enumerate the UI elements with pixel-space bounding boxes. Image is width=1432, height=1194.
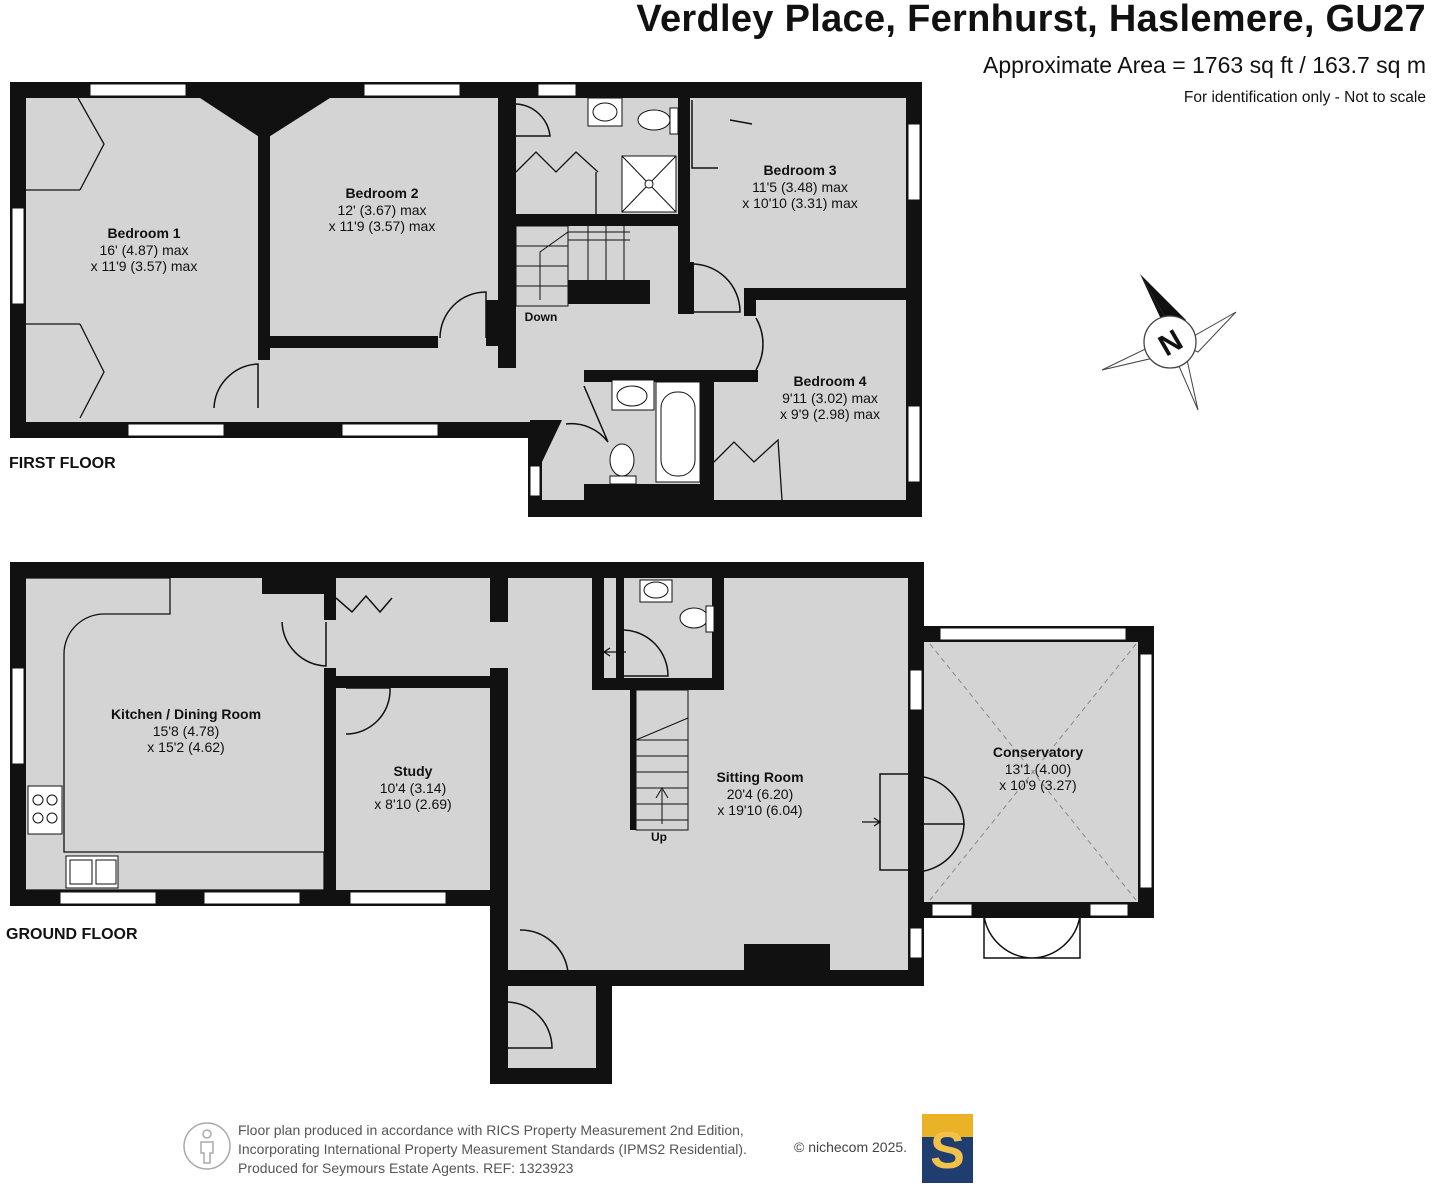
room-dim-bedroom-3: x 10'10 (3.31) max [742, 195, 858, 211]
room-name-bedroom-1: Bedroom 1 [107, 225, 180, 241]
room-dim-study: 10'4 (3.14) [380, 780, 447, 796]
seymours-logo: S [922, 1114, 973, 1183]
room-dim-bedroom-4: x 9'9 (2.98) max [780, 406, 880, 422]
ground-floor-label: GROUND FLOOR [6, 926, 138, 943]
room-dim-conservatory: x 10'9 (3.27) [999, 777, 1076, 793]
room-dim-bedroom-1: 16' (4.87) max [99, 242, 188, 258]
person-icon [183, 1122, 231, 1170]
room-name-bedroom-2: Bedroom 2 [345, 185, 418, 201]
logo-letter: S [930, 1122, 965, 1180]
room-dim-sitting-room: 20'4 (6.20) [727, 786, 794, 802]
room-dim-conservatory: 13'1 (4.00) [1005, 761, 1072, 777]
copyright: © nichecom 2025. [794, 1139, 908, 1155]
page-title: Verdley Place, Fernhurst, Haslemere, GU2… [636, 0, 1426, 40]
room-dim-sitting-room: x 19'10 (6.04) [717, 802, 802, 818]
first-floor-plan [10, 82, 922, 517]
compass-icon: N [1101, 274, 1237, 411]
room-name-bedroom-4: Bedroom 4 [793, 373, 866, 389]
approximate-area: Approximate Area = 1763 sq ft / 163.7 sq… [982, 52, 1426, 78]
room-dim-study: x 8'10 (2.69) [374, 796, 451, 812]
room-dim-bedroom-2: x 11'9 (3.57) max [329, 218, 436, 234]
room-dim-bedroom-2: 12' (3.67) max [337, 202, 426, 218]
stairs-down-label: Down [525, 310, 558, 324]
room-name-kitchen: Kitchen / Dining Room [111, 706, 261, 722]
room-dim-kitchen: x 15'2 (4.62) [147, 739, 224, 755]
footer-line: Produced for Seymours Estate Agents. REF… [238, 1160, 574, 1176]
stairs-up-label: Up [651, 830, 667, 844]
ground-floor-plan [10, 562, 1154, 1084]
room-name-study: Study [394, 763, 433, 779]
logo-band [922, 1114, 973, 1137]
footer-line: Floor plan produced in accordance with R… [238, 1122, 744, 1138]
first-floor-label: FIRST FLOOR [9, 455, 116, 472]
footer-notice: Floor plan produced in accordance with R… [238, 1121, 747, 1178]
room-name-conservatory: Conservatory [993, 744, 1083, 760]
room-dim-bedroom-4: 9'11 (3.02) max [782, 390, 878, 406]
room-name-sitting-room: Sitting Room [716, 769, 803, 785]
footer-line: Incorporating International Property Mea… [238, 1141, 747, 1157]
room-dim-kitchen: 15'8 (4.78) [153, 723, 220, 739]
room-dim-bedroom-3: 11'5 (3.48) max [752, 179, 848, 195]
room-name-bedroom-3: Bedroom 3 [763, 162, 836, 178]
scale-note: For identification only - Not to scale [1183, 89, 1426, 106]
room-dim-bedroom-1: x 11'9 (3.57) max [91, 258, 198, 274]
